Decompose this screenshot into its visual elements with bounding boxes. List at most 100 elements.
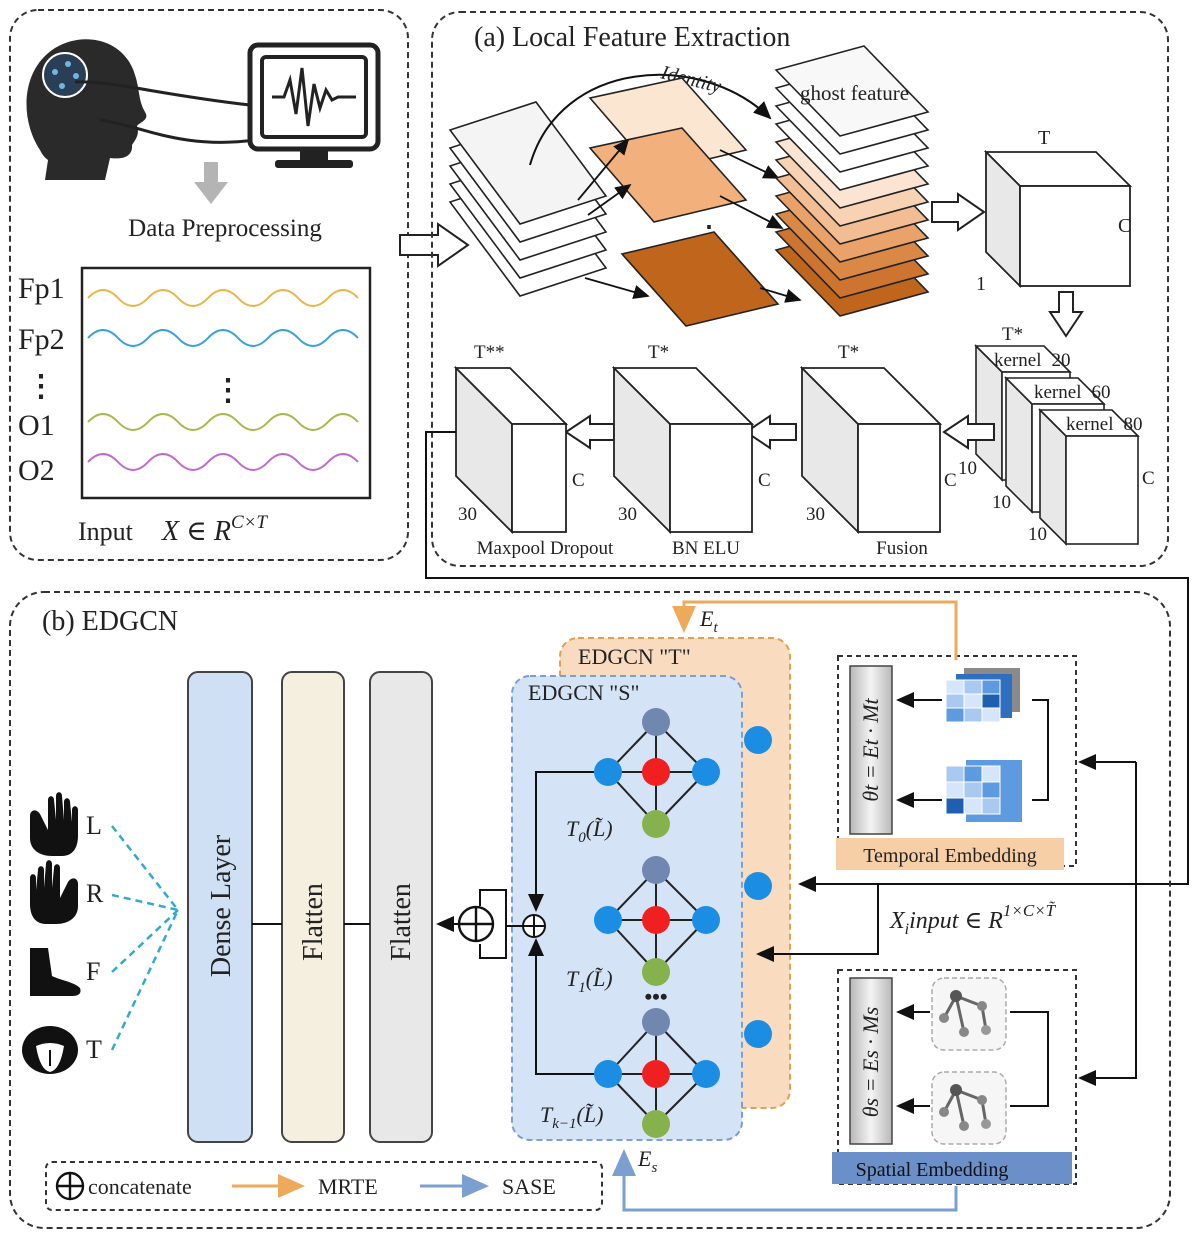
cube-1-label: 1: [976, 273, 986, 295]
connector-line: [756, 884, 879, 962]
graph-node: [594, 906, 622, 934]
kernel-stack: [974, 344, 1140, 546]
bnelu-30: 30: [618, 504, 637, 525]
connector-line: [1010, 1011, 1049, 1107]
signal-mid-ellipsis: ⋮: [213, 374, 243, 407]
connector-line: [479, 889, 523, 927]
input-formula: X ∈ RC×T: [161, 512, 268, 547]
graph-node: [642, 906, 670, 934]
connector-line: [1032, 699, 1049, 801]
graph-block-2: [594, 1008, 720, 1138]
poly-label-0: T0(L̃): [566, 816, 613, 846]
local-feature-title: (a) Local Feature Extraction: [474, 22, 790, 53]
dense-layer: [187, 671, 253, 1143]
connector-line: [110, 909, 180, 1051]
fusion-c: C: [944, 470, 957, 491]
legend-sase-label: SASE: [502, 1174, 556, 1199]
identity-arrow: [529, 73, 772, 166]
connector-line: [479, 926, 507, 959]
connector-line: [111, 909, 179, 973]
wave-o2: [87, 453, 359, 471]
bnelu-tstar: T*: [648, 342, 669, 363]
maxpool-c: C: [572, 470, 585, 491]
connector-line: [111, 825, 179, 911]
graph-node: [642, 758, 670, 786]
input-label: Input: [78, 517, 134, 546]
poly-label-1: T1(L̃): [566, 966, 613, 996]
preprocess-arrow-icon: [194, 162, 228, 204]
channel-label: ⋮: [26, 370, 56, 403]
edgcn-s-label: EDGCN "S": [528, 680, 639, 705]
flatten-label-2: Flatten: [386, 883, 417, 961]
mrte-arrow: [672, 600, 958, 660]
graph-block-0: [594, 708, 720, 838]
fusion-cube: [799, 365, 943, 535]
cube-t-label: T: [1038, 127, 1050, 149]
connector-line: [528, 938, 594, 1075]
graph-node: [642, 810, 670, 838]
connector-line: [1078, 762, 1137, 1086]
edgcn-title: (b) EDGCN: [42, 606, 178, 637]
temporal-formula-box: [849, 665, 893, 835]
spatial-formula: θs = Es · Ms: [858, 1007, 883, 1118]
spatial-label: Spatial Embedding: [856, 1159, 1009, 1181]
preprocess-label: Data Preprocessing: [128, 215, 322, 242]
ghost-feature-label: ghost feature: [800, 81, 909, 105]
connector-line: [528, 771, 594, 912]
flow-arrow-icon: [931, 192, 986, 232]
graph-node: [692, 1060, 720, 1088]
kernel-depth-label: 10: [958, 458, 977, 479]
e-t-label: Et: [699, 606, 718, 636]
sase-arrow: [612, 1149, 958, 1212]
concat-icon: [522, 914, 546, 938]
flow-arrow-icon: [564, 414, 615, 450]
flow-arrow-icon: [399, 222, 470, 268]
input-feature-stack: [448, 101, 608, 297]
left-hand-icon: [30, 792, 78, 856]
wave-fp2: [87, 329, 359, 347]
kernel-tstar-label: T*: [1002, 324, 1023, 345]
graph-node: [642, 1008, 670, 1036]
signal-box: [80, 266, 372, 500]
temporal-tensor-icon: [945, 668, 1020, 723]
orange-plate-3: [620, 231, 780, 327]
e-s-label: Es: [637, 1146, 657, 1176]
spatial-formula-box: [849, 977, 893, 1145]
kernel-depth-label: 10: [1028, 524, 1047, 545]
edgcn-panel: (b) EDGCN EDGCN "T" EDGCN "S" T0(L̃): [9, 591, 1171, 1229]
flatten-layer-2: [369, 671, 433, 1143]
cube-c-label: C: [1118, 215, 1131, 237]
graph-node: [594, 1060, 622, 1088]
class-label-r: R: [86, 879, 104, 908]
channel-label: O1: [18, 409, 55, 442]
edgcn-s-box: [511, 675, 743, 1141]
graph-dots: •••: [644, 984, 667, 1009]
flow-arrow-icon: [1048, 291, 1084, 338]
poly-label-2: Tk−1(L̃): [540, 1102, 603, 1132]
graph-node: [744, 1020, 772, 1048]
temporal-label: Temporal Embedding: [863, 845, 1037, 867]
fusion-label: Fusion: [876, 538, 928, 559]
temporal-tensor-icon: [945, 760, 1022, 822]
wave-o1: [87, 413, 359, 431]
graph-node: [642, 708, 670, 736]
graph-node: [642, 1060, 670, 1088]
channel-label: Fp1: [18, 272, 65, 305]
graph-node: [744, 872, 772, 900]
input-panel: Data Preprocessing ⋮ Fp1 Fp2 ⋮ O1 O2 Inp…: [9, 9, 409, 561]
graph-node: [642, 1110, 670, 1138]
legend-mrte-label: MRTE: [318, 1174, 378, 1199]
flatten-label-1: Flatten: [298, 883, 329, 961]
channel-label: O2: [18, 454, 55, 487]
monitor-icon: [247, 42, 381, 168]
graph-node: [692, 906, 720, 934]
legend-concat-label: concatenate: [88, 1174, 192, 1199]
graph-node: [642, 958, 670, 986]
maxpool-tstarstar: T**: [474, 342, 505, 363]
dense-label: Dense Layer: [206, 834, 237, 977]
graph-node: [642, 856, 670, 884]
ghost-feature-stack: [774, 45, 930, 317]
